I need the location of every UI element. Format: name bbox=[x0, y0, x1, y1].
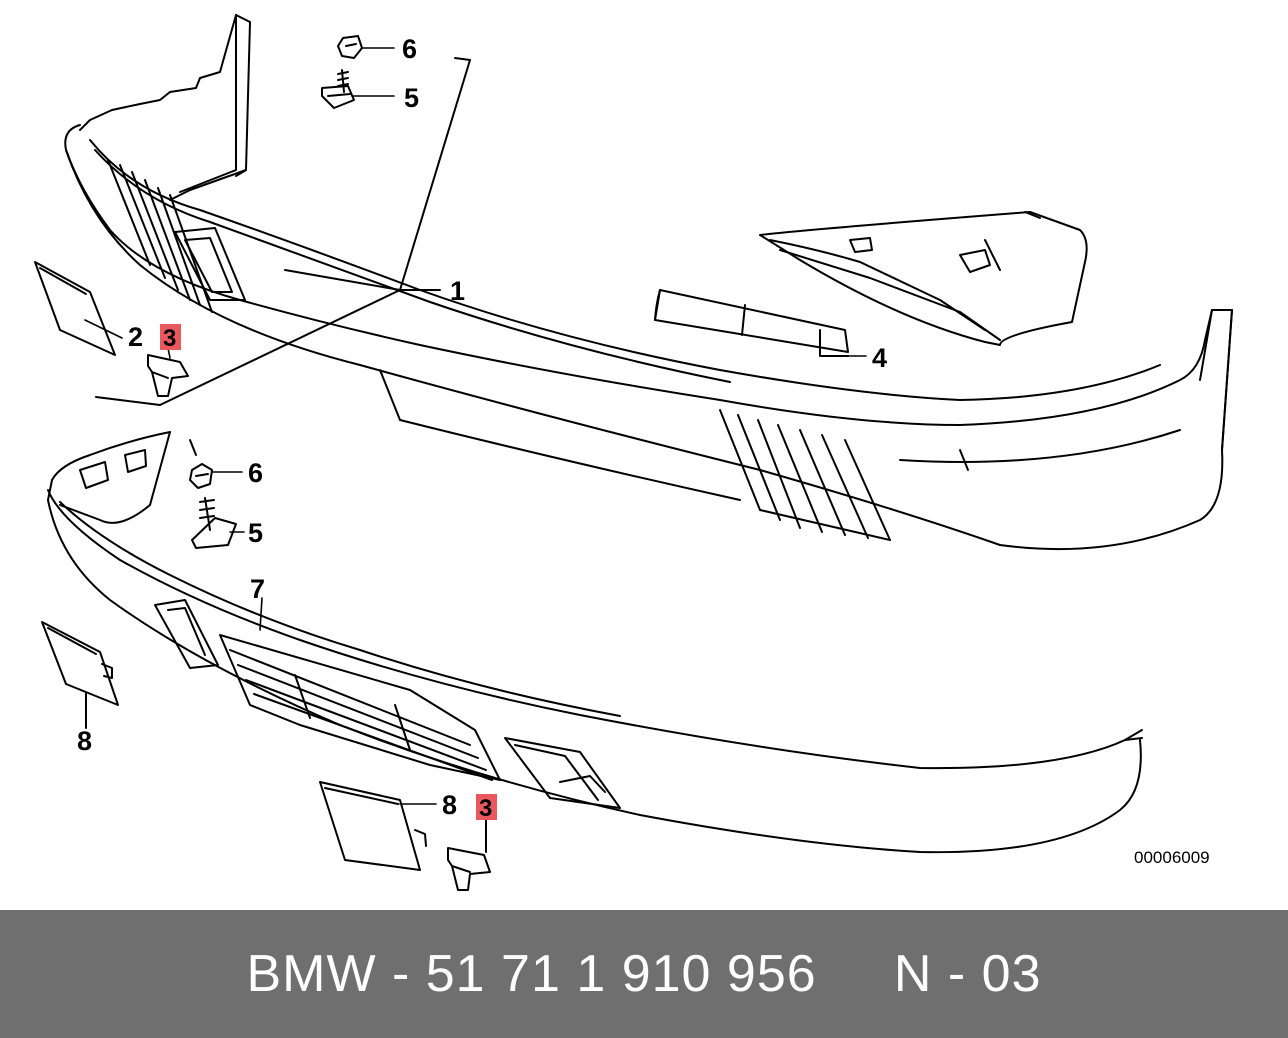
callout-upper-2: 2 bbox=[128, 322, 143, 352]
lower-fasteners bbox=[189, 439, 237, 549]
bumper-diagram-drawing: 6 5 1 2 3 4 6 5 7 8 8 3 00006009 bbox=[34, 14, 1233, 891]
lower-covers-and-bracket bbox=[41, 621, 491, 891]
drawing-number: 00006009 bbox=[1134, 848, 1210, 867]
callout-lower-7: 7 bbox=[250, 574, 265, 604]
parts-diagram: 6 5 1 2 3 4 6 5 7 8 8 3 00006009 bbox=[34, 14, 1233, 891]
callout-lower-5: 5 bbox=[248, 518, 263, 548]
upper-left-cover-and-bracket bbox=[34, 57, 471, 406]
upper-bumper bbox=[64, 14, 1233, 551]
lower-3-highlight bbox=[476, 794, 497, 820]
callout-upper-4: 4 bbox=[872, 343, 887, 373]
callout-upper-3: 3 bbox=[163, 325, 176, 352]
callout-lower-8-left: 8 bbox=[77, 726, 92, 756]
callout-lower-6: 6 bbox=[248, 458, 263, 488]
upper-support-assembly bbox=[654, 211, 1088, 357]
callout-upper-1: 1 bbox=[450, 276, 465, 306]
callout-numbers: 6 5 1 2 3 4 6 5 7 8 8 3 00006009 bbox=[77, 34, 1210, 867]
upper-fasteners bbox=[321, 35, 363, 109]
callout-lower-3: 3 bbox=[479, 795, 492, 822]
lower-bumper bbox=[47, 431, 1143, 854]
callout-lower-8-center: 8 bbox=[442, 790, 457, 820]
leader-lines bbox=[84, 47, 867, 805]
upper-3-highlight bbox=[160, 324, 181, 350]
part-number-banner: BMW - 51 71 1 910 956 N - 03 bbox=[0, 910, 1288, 1038]
callout-upper-6: 6 bbox=[402, 34, 417, 64]
part-number-text: BMW - 51 71 1 910 956 N - 03 bbox=[246, 945, 1042, 1003]
callout-upper-5: 5 bbox=[404, 83, 419, 113]
